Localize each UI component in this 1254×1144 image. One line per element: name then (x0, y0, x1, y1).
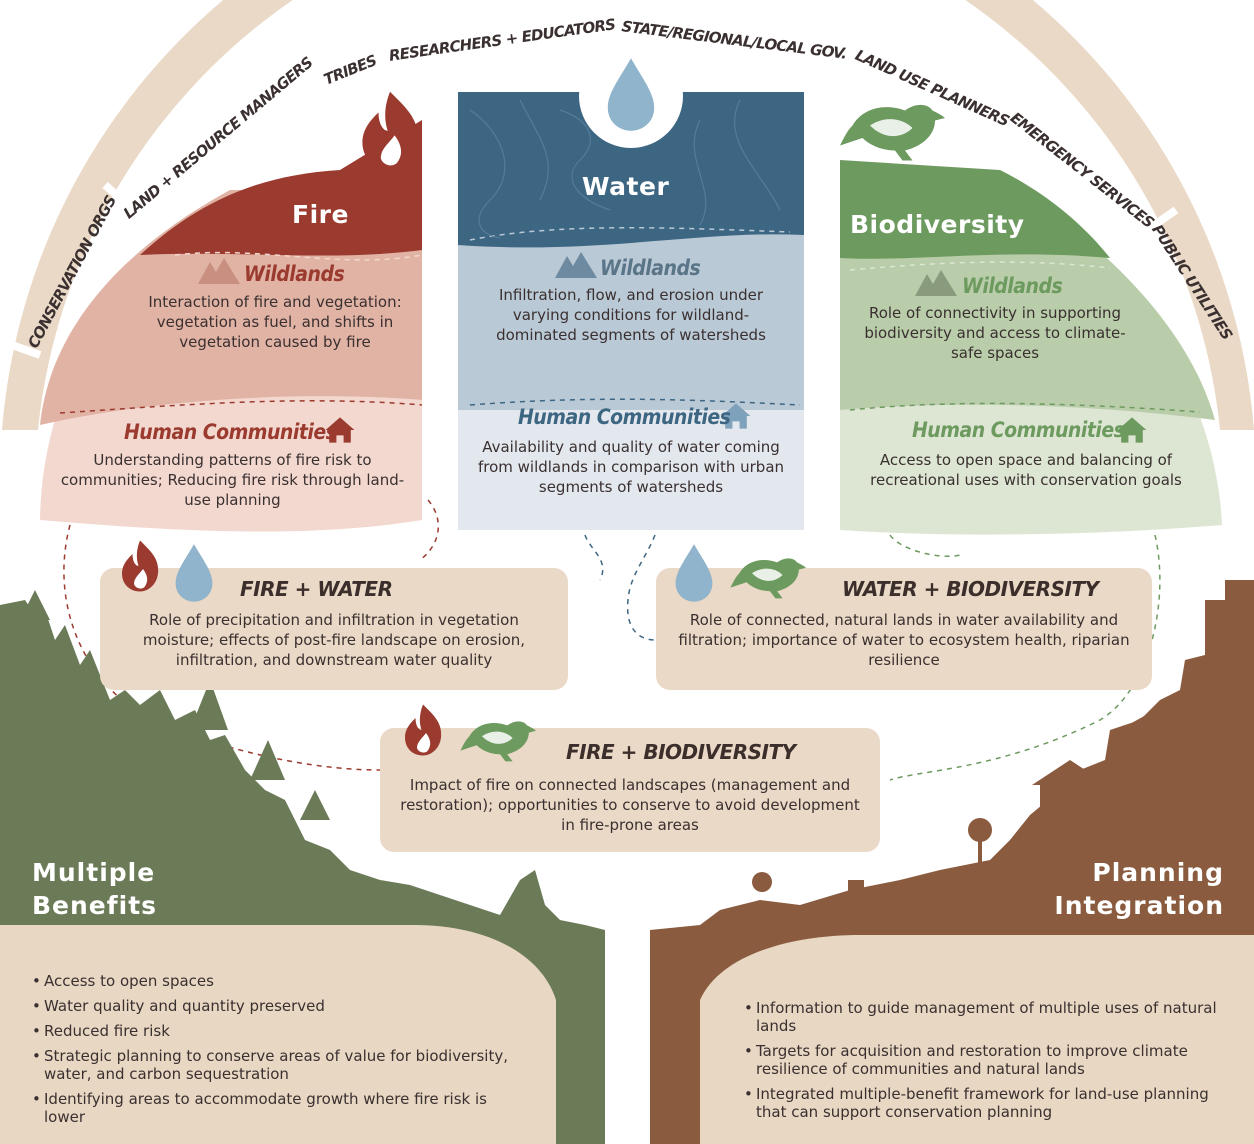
water-bio-text: Role of connected, natural lands in wate… (678, 611, 1130, 669)
fire-water-text: Role of precipitation and infiltration i… (142, 611, 526, 669)
list-item: Integrated multiple-benefit framework fo… (742, 1085, 1232, 1121)
fire-human-text: Understanding patterns of fire risk to c… (60, 451, 405, 509)
bio-human-text: Access to open space and balancing of re… (870, 451, 1182, 489)
fire-bio-text: Impact of fire on connected landscapes (… (400, 776, 860, 834)
water-wildlands-label: Wildlands (600, 256, 701, 280)
bio-human-label: Human Communities (912, 418, 1125, 442)
multiple-benefits-title-line2: Benefits (32, 891, 158, 920)
biodiversity-column-bird-icon (840, 104, 945, 161)
multiple-benefits-title-line1: Multiple (32, 858, 156, 887)
planning-integration-title: Planning Integration (1040, 856, 1224, 922)
bio-wildlands-text: Role of connectivity in supporting biodi… (864, 304, 1126, 362)
water-wildlands-text: Infiltration, flow, and erosion under va… (496, 286, 766, 344)
water-bio-title: WATER + BIODIVERSITY (842, 577, 1099, 601)
multiple-benefits-title: Multiple Benefits (32, 856, 157, 922)
list-item: Water quality and quantity preserved (30, 997, 530, 1015)
list-item: Access to open spaces (30, 972, 530, 990)
fire-wildlands-text: Interaction of fire and vegetation: vege… (148, 293, 402, 351)
fire-bio-title: FIRE + BIODIVERSITY (566, 740, 796, 764)
fire-human-label: Human Communities (124, 420, 337, 444)
planning-integration-title-line1: Planning (1092, 858, 1224, 887)
water-human-text: Availability and quality of water coming… (477, 438, 785, 496)
list-item: Reduced fire risk (30, 1022, 530, 1040)
water-human-label: Human Communities (518, 405, 731, 429)
fire-column-title: Fire (292, 200, 349, 229)
multiple-benefits-list: Access to open spaces Water quality and … (30, 972, 530, 1133)
fire-wildlands-label: Wildlands (244, 262, 345, 286)
fire-column-flame-icon (362, 91, 418, 170)
list-item: Strategic planning to conserve areas of … (30, 1047, 530, 1083)
list-item: Targets for acquisition and restoration … (742, 1042, 1232, 1078)
water-column-title: Water (582, 172, 670, 201)
biodiversity-column-title: Biodiversity (850, 210, 1025, 239)
list-item: Information to guide management of multi… (742, 999, 1232, 1035)
fire-water-title: FIRE + WATER (240, 577, 393, 601)
list-item: Identifying areas to accommodate growth … (30, 1090, 530, 1126)
bio-wildlands-label: Wildlands (962, 274, 1063, 298)
planning-integration-list: Information to guide management of multi… (742, 999, 1232, 1128)
planning-integration-title-line2: Integration (1054, 891, 1224, 920)
